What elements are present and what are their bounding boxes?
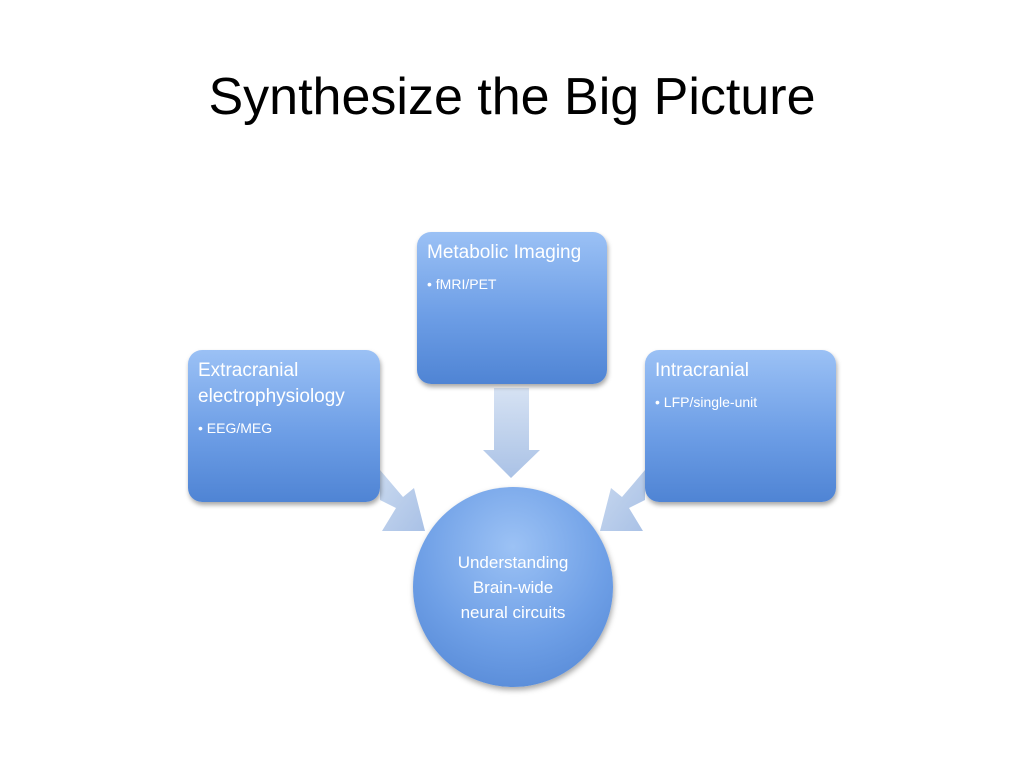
center-circle: Understanding Brain-wide neural circuits	[413, 487, 613, 687]
intracranial-bullet: • LFP/single-unit	[655, 394, 758, 410]
center-text: Understanding Brain-wide neural circuits	[457, 552, 569, 622]
metabolic-imaging-box: Metabolic Imaging • fMRI/PET	[417, 232, 607, 384]
metabolic-imaging-title: Metabolic Imaging	[427, 242, 582, 263]
extracranial-box: Extracranial electrophysiology • EEG/MEG	[188, 350, 380, 502]
arrow-left	[380, 470, 425, 531]
arrow-down	[483, 388, 540, 478]
extracranial-title: Extracranial electrophysiology	[198, 360, 345, 407]
page-title: Synthesize the Big Picture	[208, 68, 816, 126]
arrow-right	[600, 470, 645, 531]
metabolic-imaging-bullet: • fMRI/PET	[427, 276, 497, 292]
extracranial-bullet: • EEG/MEG	[198, 420, 273, 436]
intracranial-box: Intracranial • LFP/single-unit	[645, 350, 836, 502]
intracranial-title: Intracranial	[655, 360, 749, 381]
